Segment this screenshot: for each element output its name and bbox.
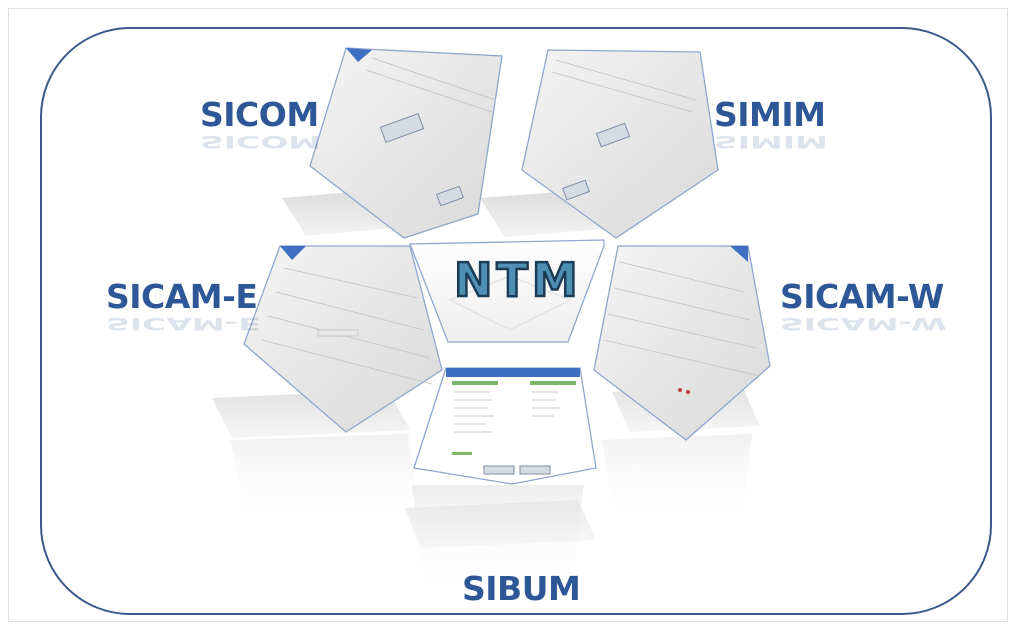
label-simim: SIMIM bbox=[714, 95, 826, 134]
center-pentagon bbox=[409, 239, 605, 343]
label-simim-reflection: SIMIM bbox=[714, 132, 828, 151]
label-sibum: SIBUM bbox=[462, 569, 580, 608]
label-sicom-reflection: SICOM bbox=[200, 132, 321, 151]
pentagon-reflections bbox=[230, 434, 752, 600]
label-sicam-e-reflection: SICAM-E bbox=[106, 314, 261, 333]
pentagon-sicom bbox=[309, 47, 503, 239]
label-sicam-e: SICAM-E bbox=[106, 277, 257, 316]
label-sicam-w-reflection: SICAM-W bbox=[780, 314, 947, 333]
label-sicom: SICOM bbox=[200, 95, 319, 134]
center-label-ntm: NTM bbox=[454, 253, 582, 307]
label-sicam-w: SICAM-W bbox=[780, 277, 944, 316]
pentagon-simim bbox=[521, 49, 719, 239]
pentagon-sicam-w bbox=[593, 245, 771, 441]
pentagon-sicam-e bbox=[243, 245, 443, 433]
pentagon-sibum bbox=[413, 367, 597, 485]
